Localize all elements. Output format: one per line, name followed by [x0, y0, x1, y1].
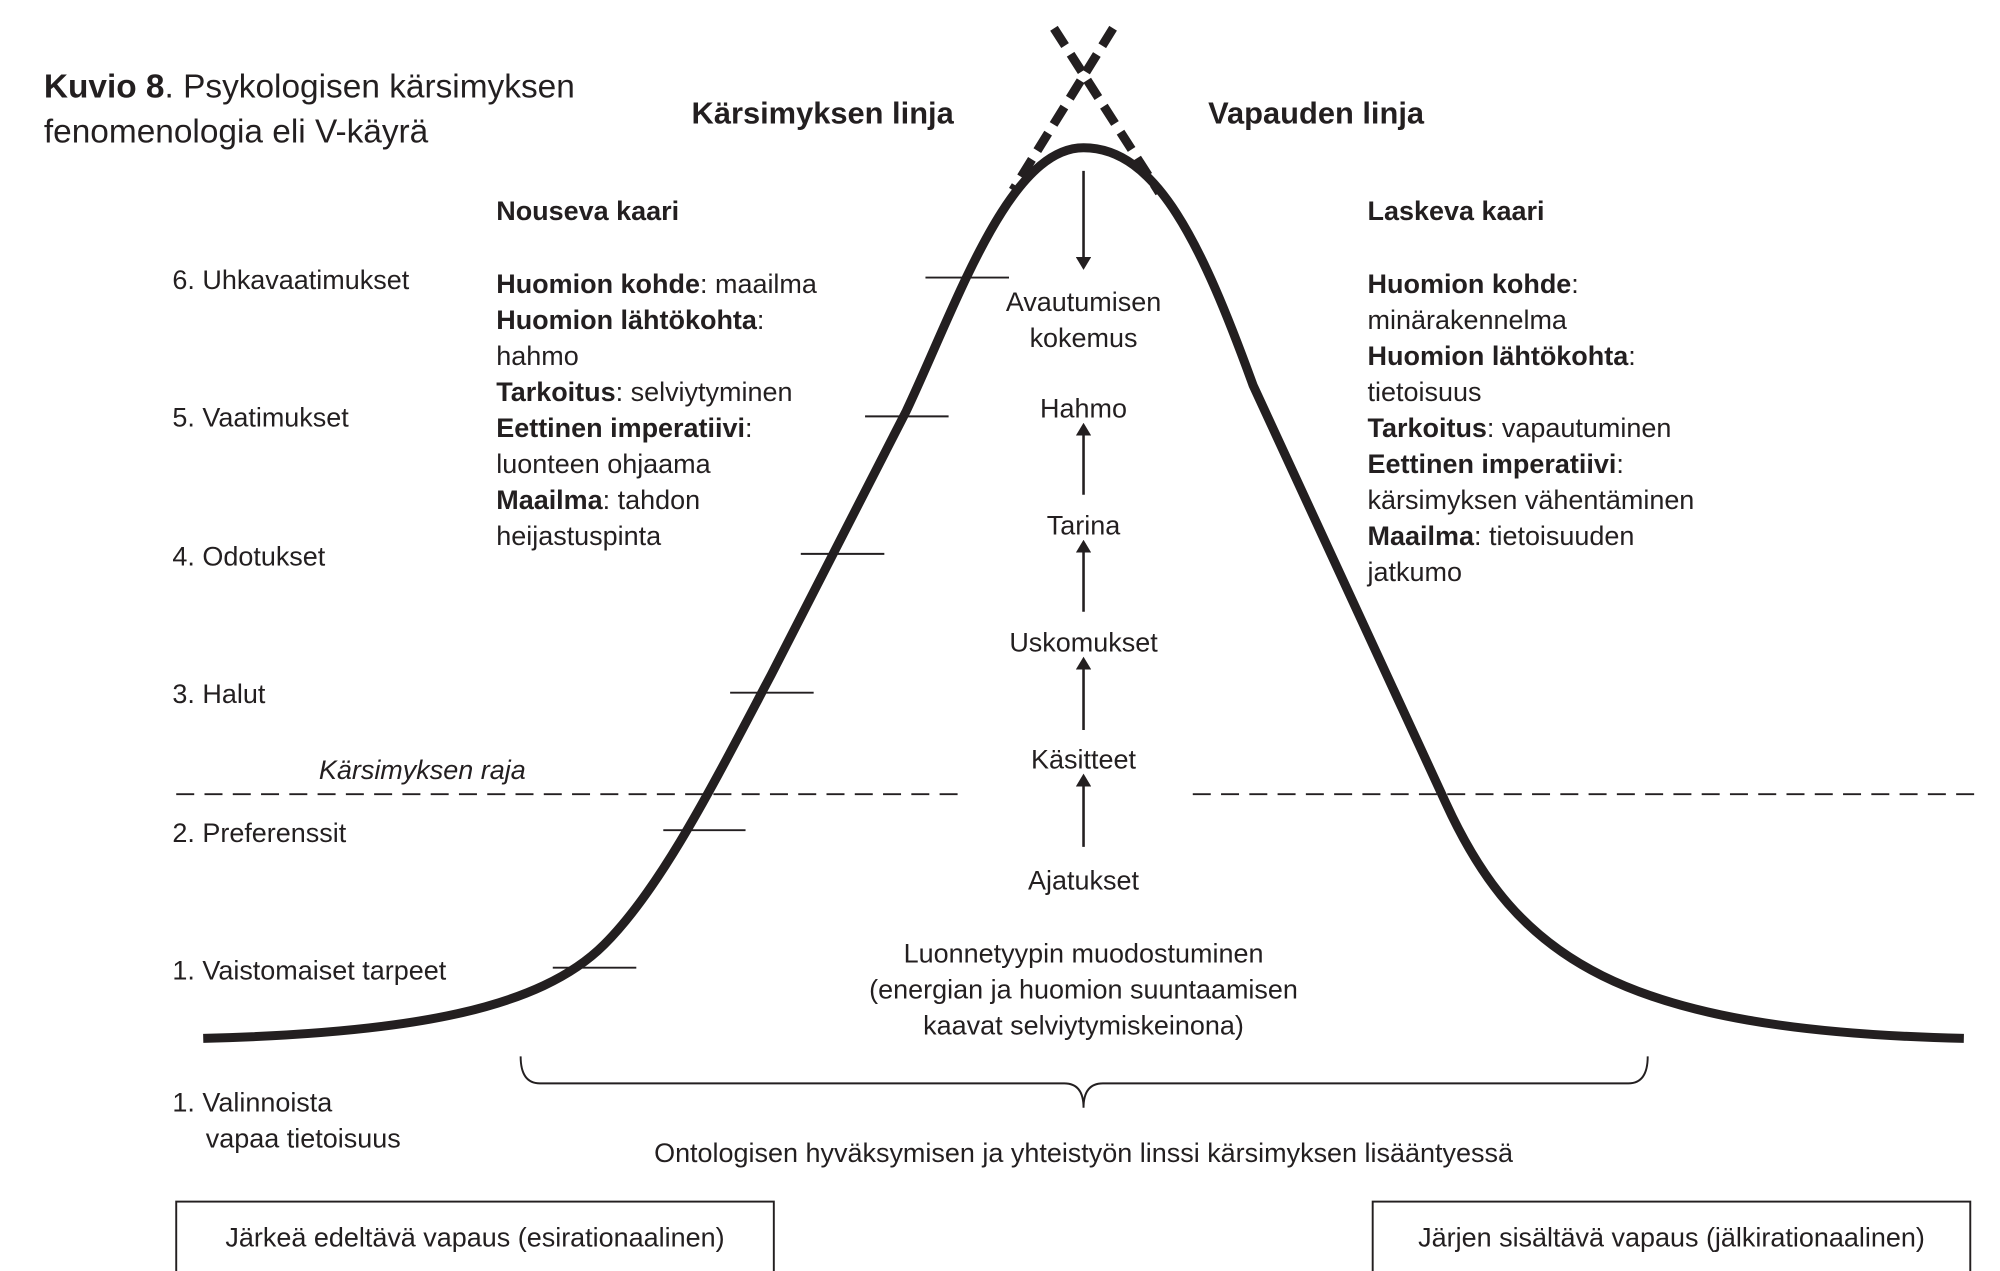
falling-arc-list: Huomion kohde: minärakennelma Huomion lä…	[1367, 269, 1695, 587]
svg-text:minärakennelma: minärakennelma	[1368, 305, 1567, 335]
svg-text:Tarkoitus: vapautuminen: Tarkoitus: vapautuminen	[1368, 413, 1672, 443]
formation-text-line2: (energian ja huomion suuntaamisen	[869, 975, 1298, 1005]
svg-text:tietoisuus: tietoisuus	[1368, 377, 1482, 407]
level-ticks	[552, 276, 1009, 969]
step-tarina: Tarina	[1047, 511, 1120, 541]
level-1: 1. Vaistomaiset tarpeet	[172, 955, 446, 985]
step-kasitteet: Käsitteet	[1031, 745, 1136, 775]
pre-rational-box	[175, 1200, 775, 1271]
level-5: 5. Vaatimukset	[172, 403, 349, 433]
base-level-line2: vapaa tietoisuus	[206, 1124, 401, 1154]
svg-text:Maailma: tahdon: Maailma: tahdon	[496, 485, 700, 515]
freedom-line-header: Vapauden linja	[1208, 95, 1425, 130]
step-uskomukset: Uskomukset	[1009, 628, 1158, 658]
rising-arc-list: Huomion kohde: maailma Huomion lähtökoht…	[496, 269, 817, 551]
step-hahmo: Hahmo	[1040, 394, 1127, 424]
svg-text:Huomion kohde:: Huomion kohde:	[1368, 269, 1579, 299]
svg-text:Maailma: tietoisuuden: Maailma: tietoisuuden	[1368, 521, 1635, 551]
svg-text:kärsimyksen vähentäminen: kärsimyksen vähentäminen	[1368, 485, 1695, 515]
svg-text:Tarkoitus: selviytyminen: Tarkoitus: selviytyminen	[496, 377, 792, 407]
level-6: 6. Uhkavaatimukset	[172, 265, 409, 295]
figure-title-line2: fenomenologia eli V-käyrä	[44, 114, 429, 151]
figure-title: Kuvio 8. Psykologisen kärsimyksen	[44, 69, 575, 106]
svg-text:Huomion kohde: maailma: Huomion kohde: maailma	[496, 269, 817, 299]
pre-rational-label: Järkeä edeltävä vapaus (esirationaalinen…	[225, 1223, 724, 1253]
level-3: 3. Halut	[172, 679, 265, 709]
formation-text-line3: kaavat selviytymiskeinona)	[923, 1011, 1244, 1041]
svg-text:heijastuspinta: heijastuspinta	[496, 521, 661, 551]
threshold-label: Kärsimyksen raja	[319, 755, 526, 785]
base-level: 1. Valinnoista	[172, 1088, 332, 1118]
falling-arc-title: Laskeva kaari	[1368, 196, 1545, 226]
svg-text:Eettinen imperatiivi:: Eettinen imperatiivi:	[496, 413, 752, 443]
lens-caption: Ontologisen hyväksymisen ja yhteistyön l…	[654, 1138, 1513, 1168]
rising-arc-title: Nouseva kaari	[496, 196, 679, 226]
peak-cross	[1009, 25, 1164, 196]
formation-text: Luonnetyypin muodostuminen	[904, 939, 1264, 969]
post-rational-box	[1371, 1200, 1972, 1271]
svg-text:hahmo: hahmo	[496, 341, 578, 371]
level-2: 2. Preferenssit	[172, 818, 346, 848]
opening-experience-line2: kokemus	[1030, 323, 1138, 353]
opening-experience: Avautumisen	[1006, 287, 1161, 317]
svg-text:jatkumo: jatkumo	[1367, 557, 1462, 587]
svg-text:Huomion lähtökohta:: Huomion lähtökohta:	[1368, 341, 1636, 371]
step-ajatukset: Ajatukset	[1028, 865, 1139, 895]
svg-text:Huomion lähtökohta:: Huomion lähtökohta:	[496, 305, 764, 335]
post-rational-label: Järjen sisältävä vapaus (jälkirationaali…	[1418, 1223, 1925, 1253]
svg-text:luonteen ohjaama: luonteen ohjaama	[496, 449, 710, 479]
curly-brace	[519, 1056, 1649, 1108]
level-4: 4. Odotukset	[172, 541, 325, 571]
suffering-line-header: Kärsimyksen linja	[692, 95, 955, 130]
svg-text:Eettinen imperatiivi:: Eettinen imperatiivi:	[1368, 449, 1624, 479]
